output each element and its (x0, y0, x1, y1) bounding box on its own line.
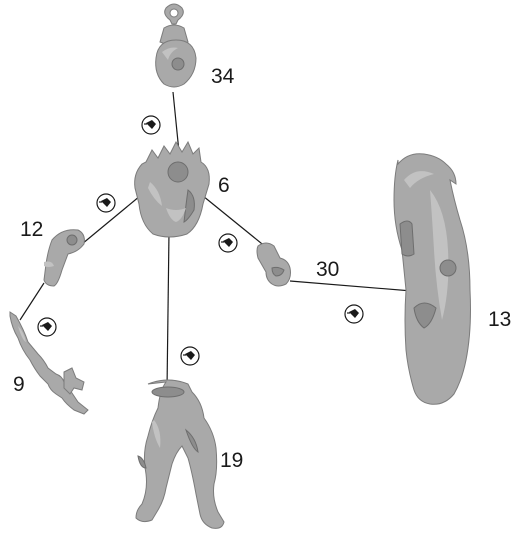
connector-12-9 (20, 283, 44, 320)
label-part-30: 30 (316, 258, 339, 281)
connector-6-19 (167, 232, 169, 390)
label-part-9: 9 (13, 373, 25, 396)
part-19-legs (136, 380, 224, 528)
glue-bottle-icon (181, 347, 199, 365)
glue-bottle-icon (345, 305, 363, 323)
glue-bottle-icon (142, 116, 160, 134)
part-6-torso (135, 142, 210, 237)
part-34-head (156, 4, 196, 87)
glue-bottle-icon (97, 194, 115, 212)
label-part-34: 34 (211, 65, 235, 88)
label-part-12: 12 (20, 218, 43, 241)
glue-bottle-icon (219, 234, 237, 252)
connector-30-13 (290, 281, 412, 291)
label-part-19: 19 (220, 449, 243, 472)
part-30-fist (257, 243, 291, 286)
glue-bottle-icon (38, 318, 56, 336)
part-12-arm (44, 230, 84, 286)
part-13-cloak (394, 154, 471, 405)
label-part-6: 6 (218, 174, 230, 197)
label-part-13: 13 (488, 308, 511, 331)
